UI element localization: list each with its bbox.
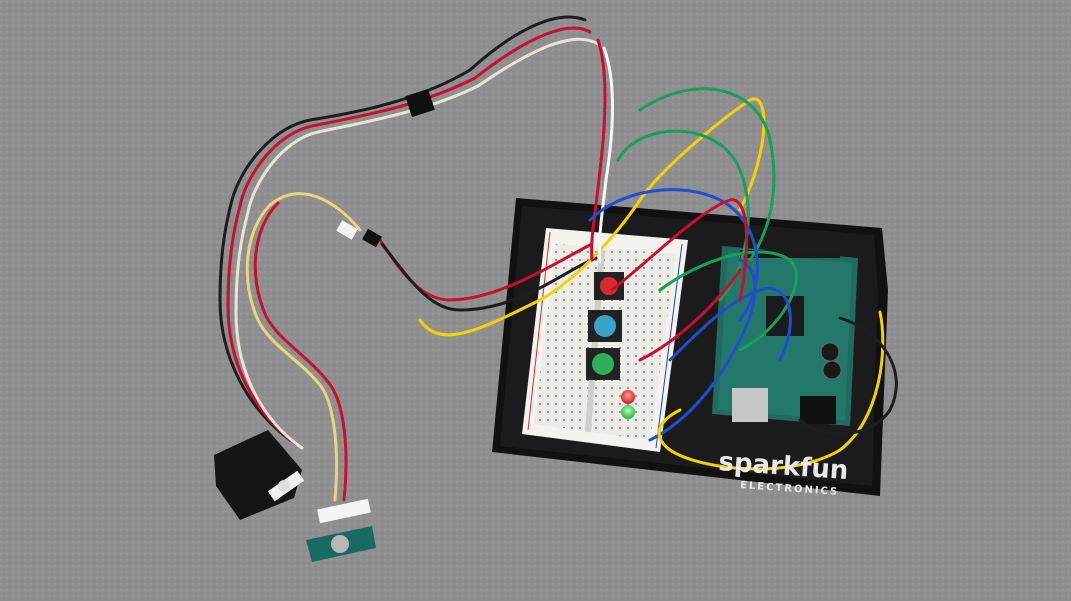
power-jack xyxy=(800,396,836,424)
led-red xyxy=(621,390,635,404)
wires xyxy=(218,15,898,502)
chip xyxy=(766,296,804,336)
sensor-module xyxy=(306,498,376,562)
header-top xyxy=(740,250,840,258)
wire-red-riser xyxy=(590,38,607,262)
wire-red-board-1 xyxy=(610,198,749,302)
wire-green-3 xyxy=(658,250,798,352)
wire-yellow-loop xyxy=(657,310,885,471)
button-red xyxy=(594,272,624,300)
wire-servo-white xyxy=(234,37,600,450)
servo-motor xyxy=(214,430,305,520)
wire-yellow-long xyxy=(418,97,766,337)
wire-green-1 xyxy=(638,87,776,262)
connector-black xyxy=(405,88,435,118)
wire-black-long xyxy=(380,242,598,312)
connector-white xyxy=(336,220,358,240)
wire-blue-2 xyxy=(648,258,757,442)
wire-servo-red xyxy=(226,26,592,446)
wire-blue-1 xyxy=(588,188,759,322)
wire-green-2 xyxy=(616,129,750,302)
wire-servo-black xyxy=(218,15,587,442)
button-blue xyxy=(588,310,622,342)
connector-small xyxy=(362,228,382,248)
button-green xyxy=(586,348,620,380)
capacitor-2 xyxy=(822,360,842,380)
capacitor-1 xyxy=(820,342,840,362)
usb-port xyxy=(732,388,768,422)
wire-black-loop xyxy=(798,316,898,436)
wire-red-board-2 xyxy=(638,268,742,362)
wire-sensor-red xyxy=(253,201,348,502)
led-green xyxy=(621,405,635,419)
wire-white-riser xyxy=(597,46,614,264)
wire-sensor-yellow xyxy=(245,192,362,502)
arduino-board xyxy=(712,246,858,426)
wire-blue-3 xyxy=(668,286,792,362)
